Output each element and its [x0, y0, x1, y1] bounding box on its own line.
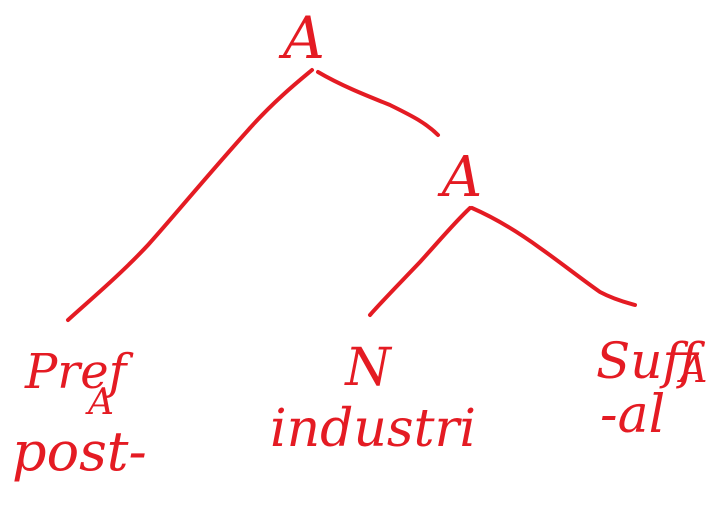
- node-root-label: A: [278, 4, 325, 72]
- node-noun-morpheme: industri: [270, 399, 476, 459]
- edge-root-to-inner: [316, 70, 440, 137]
- edge-root-to-prefix: [66, 68, 314, 322]
- node-prefix-label: Pref: [24, 344, 134, 400]
- node-suffix-morpheme: -al: [600, 385, 665, 445]
- node-prefix-morpheme: post-: [12, 420, 147, 483]
- node-suffix-subscript: A: [677, 347, 706, 391]
- node-noun-label: N: [343, 338, 392, 398]
- edge-inner-to-suffix: [470, 206, 637, 307]
- edge-inner-to-noun: [368, 206, 472, 317]
- node-suffix-label: Suff: [596, 332, 705, 390]
- node-inner-label: A: [437, 145, 482, 210]
- node-prefix-subscript: A: [85, 382, 114, 423]
